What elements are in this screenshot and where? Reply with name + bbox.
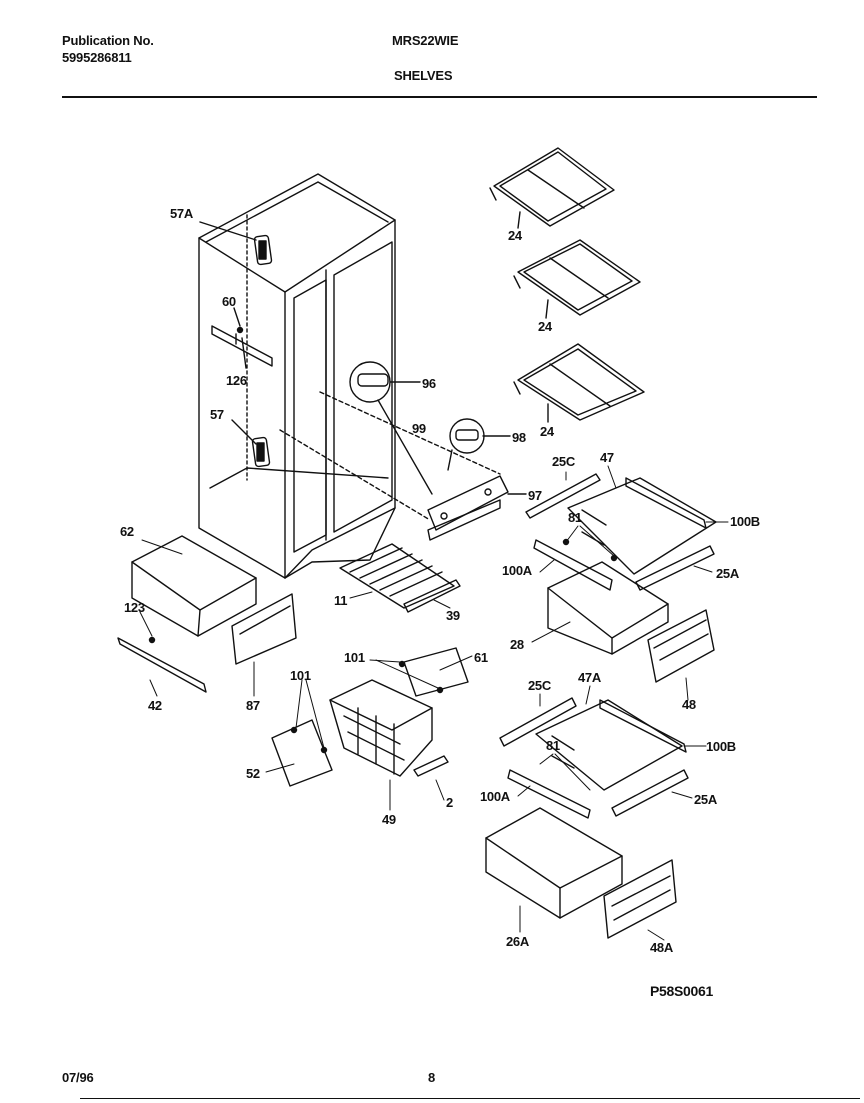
callout-87: 87 (246, 698, 260, 713)
callout-96: 96 (422, 376, 436, 391)
callout-100b-upper: 100B (730, 514, 760, 529)
cabinet-hardware (200, 222, 272, 467)
crisper-drawer-lower (486, 808, 676, 938)
callout-28: 28 (510, 637, 524, 652)
diagram-code: P58S0061 (650, 983, 713, 999)
callout-81-upper: 81 (568, 510, 582, 525)
callout-99: 99 (412, 421, 426, 436)
refrigerator-cabinet (199, 174, 395, 578)
page-number: 8 (428, 1070, 436, 1085)
callout-98: 98 (512, 430, 526, 445)
callout-48a: 48A (650, 940, 673, 955)
callout-49: 49 (382, 812, 396, 827)
callout-81-lower: 81 (546, 738, 560, 753)
callout-97: 97 (528, 488, 542, 503)
freezer-basket (272, 648, 468, 786)
callout-57: 57 (210, 407, 224, 422)
header-rule (62, 96, 817, 98)
callout-47a: 47A (578, 670, 601, 685)
callout-48: 48 (682, 697, 696, 712)
callout-61: 61 (474, 650, 488, 665)
crisper-cover-set-upper (526, 474, 716, 590)
model-number: MRS22WIE (392, 33, 459, 48)
callout-26a: 26A (506, 934, 529, 949)
callout-24-bottom: 24 (540, 424, 554, 439)
callout-24-top: 24 (508, 228, 522, 243)
callout-42: 42 (148, 698, 162, 713)
callout-60: 60 (222, 294, 236, 309)
leader-lines (140, 466, 728, 940)
callout-126: 126 (226, 373, 247, 388)
callout-100a-upper: 100A (502, 563, 532, 578)
callout-2: 2 (446, 795, 453, 810)
crisper-drawer-upper (548, 562, 714, 682)
callout-123: 123 (124, 600, 145, 615)
callout-25a-lower: 25A (694, 792, 717, 807)
callout-25a-upper: 25A (716, 566, 739, 581)
callout-101-upper: 101 (344, 650, 365, 665)
callout-100b-lower: 100B (706, 739, 736, 754)
callout-11: 11 (334, 593, 348, 608)
crisper-cover-set-lower (500, 698, 688, 818)
callout-39: 39 (446, 608, 460, 623)
glass-shelves (490, 148, 644, 422)
callout-101-lower: 101 (290, 668, 311, 683)
section-title: SHELVES (394, 68, 453, 83)
callout-25c-lower: 25C (528, 678, 551, 693)
callout-24-middle: 24 (538, 319, 552, 334)
callout-100a-lower: 100A (480, 789, 510, 804)
publication-number: 5995286811 (62, 50, 132, 65)
callout-47: 47 (600, 450, 614, 465)
callout-25c-upper: 25C (552, 454, 575, 469)
freezer-bin (118, 536, 296, 692)
shelf-bracket-assembly (280, 362, 526, 540)
callout-52: 52 (246, 766, 260, 781)
footer-date: 07/96 (62, 1070, 94, 1085)
wire-shelf (340, 544, 460, 612)
footer-rule (80, 1098, 860, 1099)
publication-label: Publication No. (62, 33, 154, 48)
callout-57a: 57A (170, 206, 193, 221)
callout-62: 62 (120, 524, 134, 539)
